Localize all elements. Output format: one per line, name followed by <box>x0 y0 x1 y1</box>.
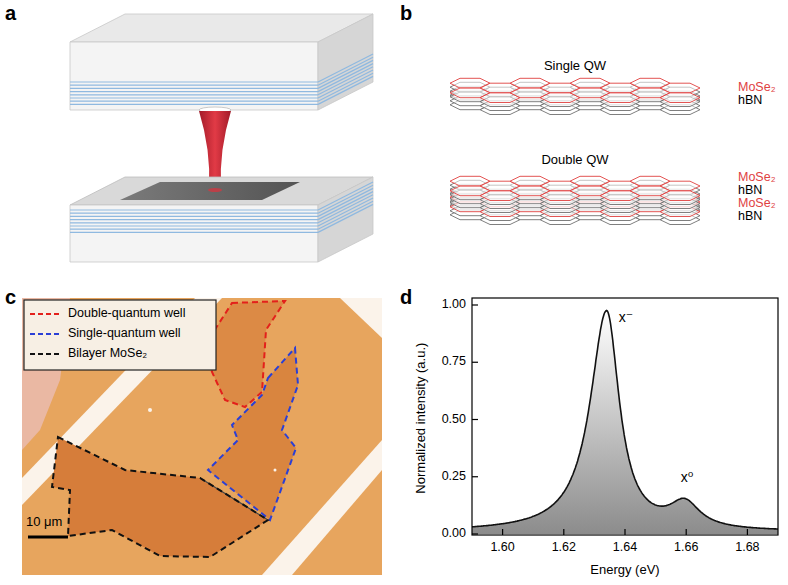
axis-tick <box>686 529 687 535</box>
mirror-layer <box>318 198 373 226</box>
tick-label: 0.75 <box>442 355 466 369</box>
tick-label: 1.66 <box>674 541 698 555</box>
tick-label: 1.64 <box>613 541 637 555</box>
axis-tick <box>472 362 478 363</box>
panel-letter: b <box>400 2 412 24</box>
mirror-layer <box>70 88 318 89</box>
mirror-layer <box>70 91 318 92</box>
layer-stacks <box>450 78 700 224</box>
peak-label: x⁻ <box>619 310 633 325</box>
legend-text: Single-quantum well <box>68 327 181 341</box>
axis-tick <box>472 304 478 305</box>
mirror-layer <box>318 73 373 101</box>
layer-name: hBN <box>738 184 762 198</box>
mirror-layer <box>70 104 318 105</box>
layer-name: MoSe₂ <box>738 197 776 211</box>
axis-tick <box>747 529 748 535</box>
axis-tick <box>563 529 564 535</box>
mirror-layer <box>318 201 373 229</box>
mirror-layer <box>70 81 318 82</box>
mirror-layer <box>70 232 318 233</box>
hexagon-cell <box>660 191 700 201</box>
cavity-illustration <box>70 14 373 262</box>
mirror-layer <box>70 101 318 102</box>
mirror-layer <box>70 225 318 226</box>
layer-name: MoSe₂ <box>738 171 776 185</box>
stack-title: Single QW <box>544 59 606 73</box>
tick-label: 0.50 <box>442 413 466 427</box>
axis-tick <box>472 476 478 477</box>
axis-tick <box>502 529 503 535</box>
mirror-layer <box>318 204 373 232</box>
mirror-layer <box>70 219 318 220</box>
axis-tick <box>472 419 478 420</box>
scale-label: 10 μm <box>26 515 62 529</box>
mirror-layer <box>70 97 318 98</box>
legend-text: Double-quantum well <box>68 307 185 321</box>
tick-label: 0.00 <box>442 527 466 541</box>
mirror-layer <box>70 216 318 217</box>
panel-letter: c <box>5 286 16 308</box>
peak-label: x⁰ <box>681 470 694 485</box>
mirror-layer <box>70 209 318 210</box>
layer-name: hBN <box>738 210 762 224</box>
tick-label: 1.00 <box>442 298 466 312</box>
mirror-layer <box>70 222 318 223</box>
tick-label: 1.62 <box>552 541 576 555</box>
stack-title: Double QW <box>541 153 608 167</box>
mirror-layer <box>70 213 318 214</box>
mirror-layer <box>70 94 318 95</box>
micrograph <box>22 298 382 575</box>
atomic-layer <box>450 176 700 200</box>
mirror-layer <box>70 229 318 230</box>
axis-title: Normalized intensity (a.u.) <box>414 342 428 493</box>
atomic-layer <box>450 78 700 102</box>
mirror-layer <box>318 76 373 104</box>
panel-letter: d <box>400 286 412 308</box>
mirror-layer <box>318 70 373 98</box>
layer-name: MoSe₂ <box>738 81 776 95</box>
tick-label: 1.60 <box>490 541 514 555</box>
axis-tick <box>624 529 625 535</box>
tick-label: 1.68 <box>735 541 759 555</box>
legend-text: Bilayer MoSe₂ <box>68 347 147 361</box>
mirror-layer <box>70 85 318 86</box>
panel-letter: a <box>5 2 16 24</box>
spectrum-plot <box>472 298 778 535</box>
tick-label: 0.25 <box>442 470 466 484</box>
axis-tick <box>472 533 478 534</box>
axis-title: Energy (eV) <box>590 563 659 577</box>
hexagon-cell <box>660 93 700 103</box>
layer-name: hBN <box>738 94 762 108</box>
